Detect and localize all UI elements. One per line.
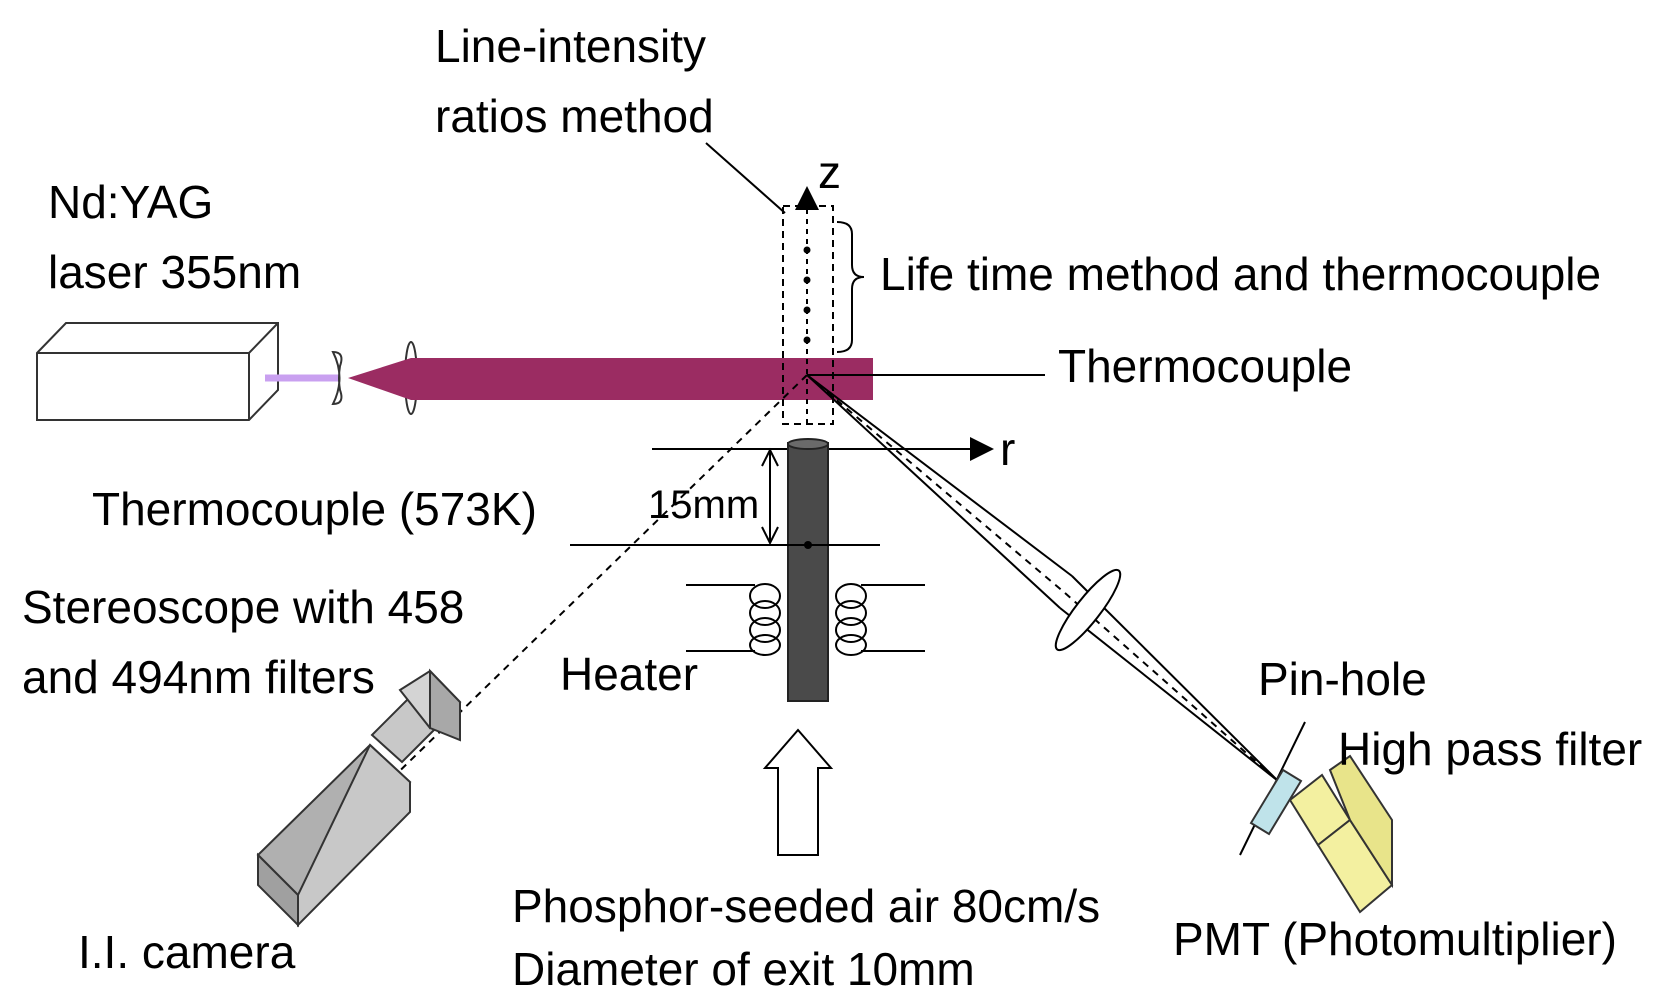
- label-heater: Heater: [560, 648, 698, 700]
- nozzle-top: [787, 438, 829, 450]
- flow-arrow: [762, 728, 834, 856]
- laser-beam: [348, 358, 873, 400]
- high-pass-filter: [1249, 768, 1303, 836]
- concave-lens: [331, 350, 343, 406]
- label-distance: 15mm: [648, 483, 759, 527]
- label-stereoscope-1: Stereoscope with 458: [22, 581, 464, 633]
- label-r-axis: r: [1000, 423, 1015, 475]
- heater-coil: [686, 583, 925, 656]
- label-flow-1: Phosphor-seeded air 80cm/s: [512, 880, 1100, 932]
- ii-camera: [256, 668, 462, 928]
- label-camera: I.I. camera: [78, 926, 296, 978]
- label-high-pass: High pass filter: [1338, 723, 1642, 775]
- nozzle-tube: [787, 442, 829, 702]
- label-pmt: PMT (Photomultiplier): [1173, 913, 1617, 965]
- label-laser-1: Nd:YAG: [48, 176, 213, 228]
- pmt-body: [1288, 754, 1394, 914]
- line-intensity-leader: [705, 142, 786, 214]
- label-thermocouple: Thermocouple: [1058, 340, 1352, 392]
- collection-lens: [1054, 568, 1122, 652]
- label-flow-2: Diameter of exit 10mm: [512, 943, 975, 995]
- pmt-beam: [806, 374, 1279, 782]
- label-stereoscope-2: and 494nm filters: [22, 651, 375, 703]
- label-lifetime: Life time method and thermocouple: [880, 248, 1601, 300]
- lifetime-brace: [836, 221, 865, 353]
- label-line-intensity-1: Line-intensity: [435, 20, 706, 72]
- label-line-intensity-2: ratios method: [435, 90, 714, 142]
- label-thermocouple-573: Thermocouple (573K): [92, 483, 537, 535]
- laser-box: [36, 322, 279, 421]
- label-z-axis: z: [818, 146, 841, 198]
- label-laser-2: laser 355nm: [48, 246, 301, 298]
- measurement-points: [803, 246, 811, 344]
- label-pinhole: Pin-hole: [1258, 653, 1427, 705]
